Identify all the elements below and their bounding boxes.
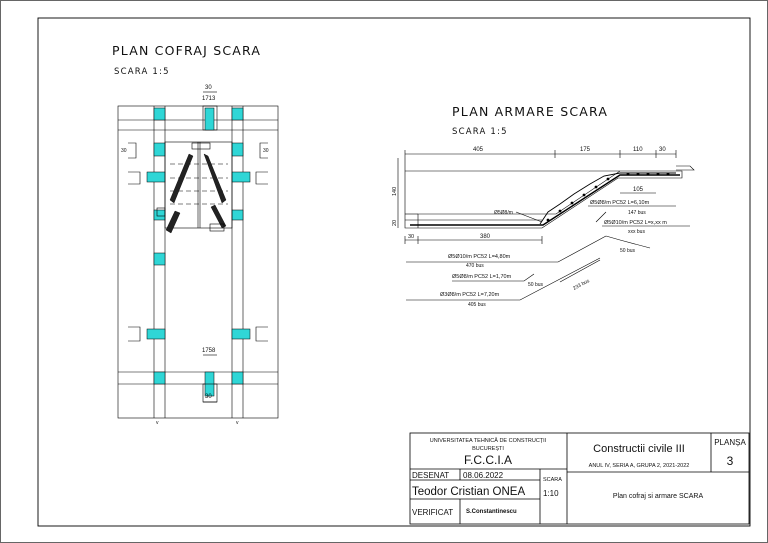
armare-dim-30b: 30: [408, 234, 414, 240]
tb-city: BUCUREȘTI: [472, 446, 504, 452]
armare-dim-105: 105: [633, 187, 644, 193]
rebar-label-3: 147 bus: [628, 210, 646, 216]
rebar-label-4: Ø5Ø10/m PC52 L=x,xx m: [604, 220, 667, 226]
rebar-label-8: Ø5Ø8/m PC52 L=1,70m: [452, 274, 512, 280]
tb-sheet-label: PLANȘA: [714, 438, 746, 447]
section-marks: [128, 142, 268, 342]
schedule-bar-2: [452, 273, 535, 282]
tb-sheet-number: 3: [727, 454, 734, 468]
tb-checked-label: VERIFICAT: [412, 508, 453, 517]
rebar-label-10: Ø3Ø8/m PC52 L=7,20m: [440, 292, 500, 298]
tb-drawn-label: DESENAT: [412, 471, 449, 480]
rebar-label-12: 50 bus: [620, 248, 636, 254]
main-rebar: [410, 174, 680, 226]
cofraj-dim-1758: 1758: [202, 348, 216, 354]
tb-author: Teodor Cristian ONEA: [412, 486, 525, 498]
stair-core: [164, 141, 233, 229]
tb-group: ANUL IV, SERIA A, GRUPA 2, 2021-2022: [589, 463, 690, 469]
cofraj-dim-top: 30: [205, 85, 212, 91]
sheet-frame: [37, 17, 751, 527]
rebar-label-13: 233 bus: [572, 278, 591, 292]
svg-text:30: 30: [263, 148, 269, 154]
tb-faculty: F.C.C.I.A: [464, 453, 512, 467]
stair-section-outline: [404, 158, 683, 229]
armare-dim-175: 175: [580, 147, 591, 153]
tb-checker: S.Constantinescu: [466, 509, 517, 515]
rebar-label-7: 470 bus: [466, 263, 484, 269]
tb-university: UNIVERSITATEA TEHNICĂ DE CONSTRUCȚII: [430, 437, 547, 444]
rebar-label-5: xxx bus: [628, 229, 645, 235]
armare-dim-405: 405: [473, 147, 484, 153]
rebar-label-6: Ø5Ø10/m PC52 L=4,80m: [448, 254, 511, 260]
svg-text:v: v: [236, 420, 239, 426]
schedule-bar-3: [406, 257, 601, 301]
svg-text:v: v: [156, 420, 159, 426]
plan-cofraj-title: PLAN COFRAJ SCARA: [112, 43, 261, 58]
armare-dim-140: 140: [392, 187, 398, 196]
tb-drawing-title: Plan cofraj si armare SCARA: [613, 493, 704, 500]
rebar-label-11: 405 bus: [468, 302, 486, 308]
plan-cofraj-scale: SCARA 1:5: [114, 67, 170, 77]
armare-dim-380: 380: [480, 234, 491, 240]
tb-scale-label: SCARA: [543, 477, 562, 483]
rebar-label-1: Ø5Ø8/m: [494, 210, 513, 216]
cofraj-dim-1713: 1713: [202, 96, 216, 102]
plan-armare-title: PLAN ARMARE SCARA: [452, 104, 608, 119]
cofraj-dim-bottom: 30: [205, 394, 212, 400]
armare-dim-30: 30: [659, 147, 666, 153]
rebar-label-9: 50 bus: [528, 282, 544, 288]
plan-armare-scale: SCARA 1:5: [452, 127, 508, 137]
tb-course: Constructii civile III: [593, 443, 685, 455]
plan-cofraj: PLAN COFRAJ SCARA SCARA 1:5: [112, 43, 279, 426]
tb-drawn-date: 08.06.2022: [463, 471, 504, 480]
armare-dim-110: 110: [633, 147, 643, 153]
rebar-label-2: Ø5Ø8/m PC52 L=6,10m: [590, 200, 650, 206]
cofraj-outer-frame: [117, 105, 279, 419]
tb-scale-value: 1:10: [543, 489, 559, 498]
svg-text:30: 30: [121, 148, 127, 154]
plan-armare: PLAN ARMARE SCARA SCARA 1:5 405 175 110 …: [392, 104, 695, 308]
armare-dim-20: 20: [392, 220, 398, 226]
title-block: UNIVERSITATEA TEHNICĂ DE CONSTRUCȚII BUC…: [409, 432, 750, 525]
schedule-bar-1: [406, 235, 607, 263]
cofraj-top-column: [204, 107, 215, 131]
